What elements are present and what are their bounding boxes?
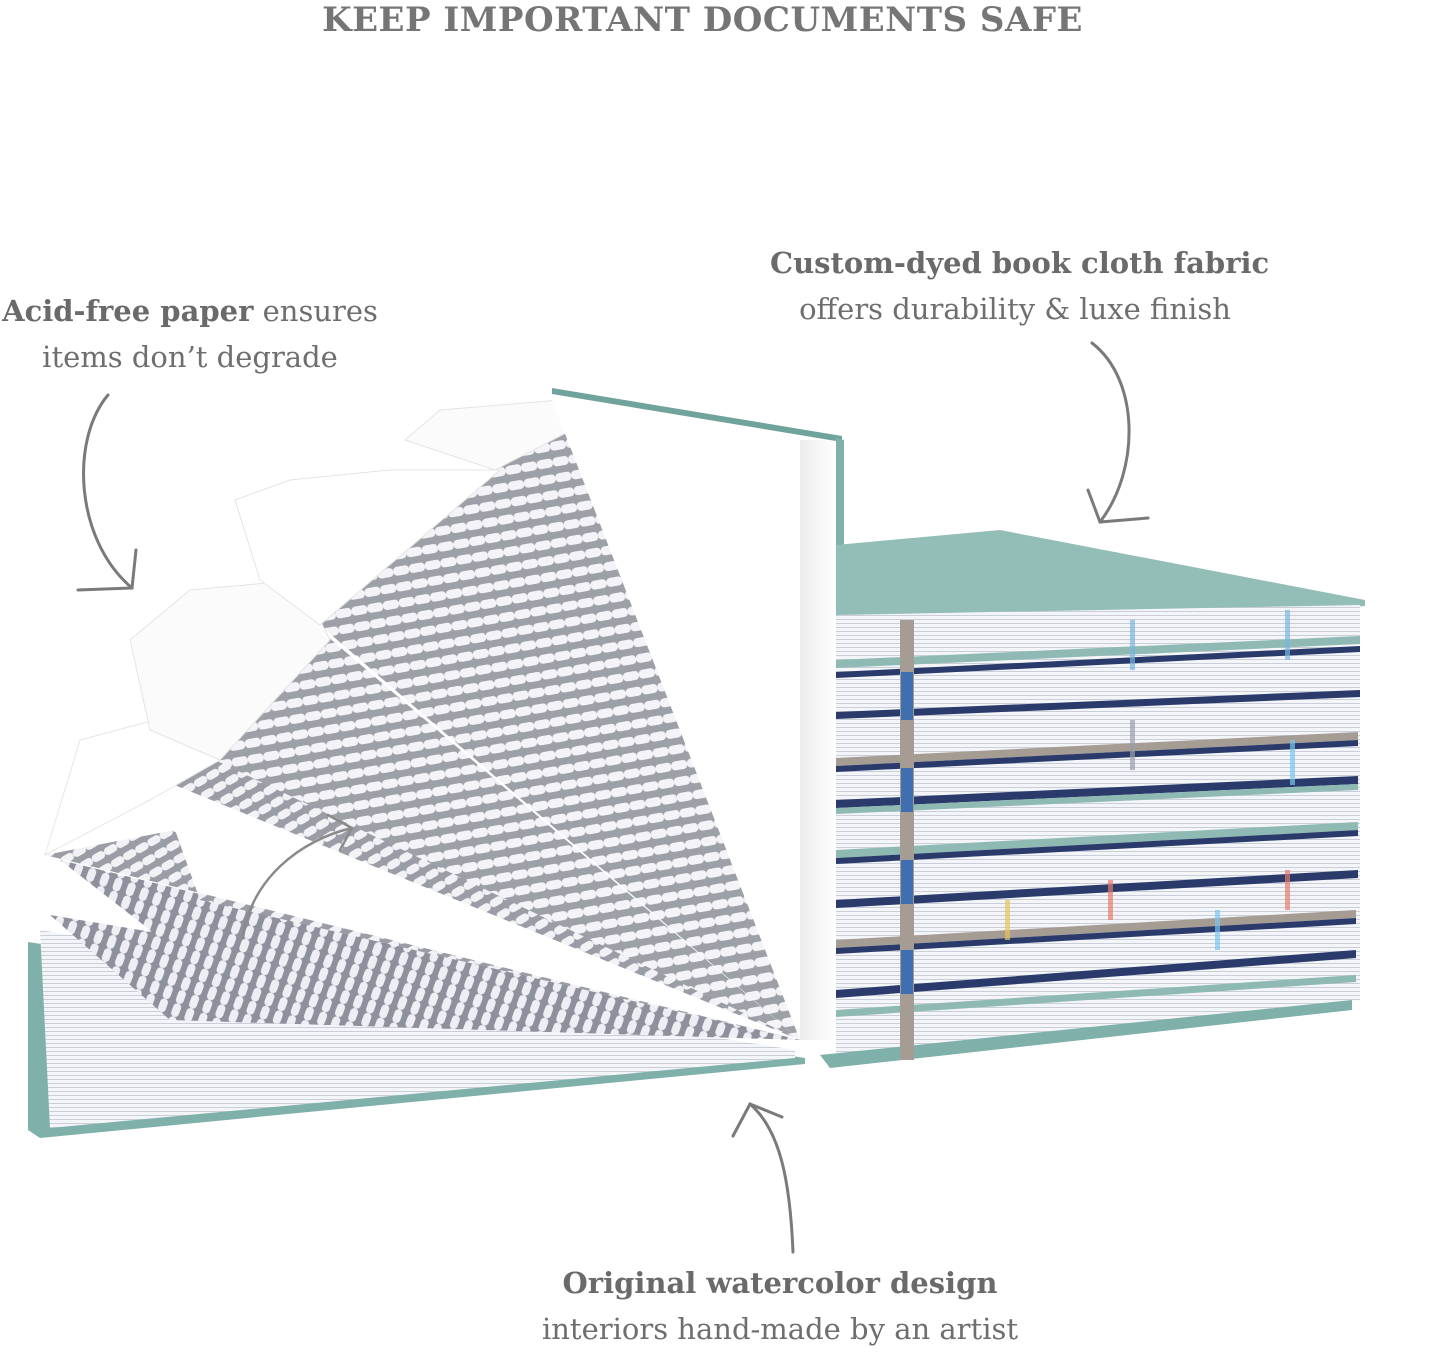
callout-title: Acid-free paper [2,294,254,328]
callout-description: items don’t degrade [42,340,338,374]
folder-stack [820,530,1365,1068]
callout-title: Original watercolor design [562,1266,998,1300]
page-headline: KEEP IMPORTANT DOCUMENTS SAFE [322,0,1083,40]
callout-description: interiors hand-made by an artist [541,1312,1019,1346]
callout-description: offers durability & luxe finish [799,292,1231,326]
callout-acid-free-paper: Acid-free paper ensures items don’t degr… [0,288,380,380]
open-accordion-folder [28,388,844,1138]
callout-watercolor-design: Original watercolor design interiors han… [525,1260,1035,1352]
callout-title: Custom-dyed book cloth fabric [770,246,1270,280]
arrow-watercolor [731,1102,795,1254]
callout-book-cloth-fabric: Custom-dyed book cloth fabric offers dur… [770,240,1270,332]
callout-title-suffix: ensures [253,294,378,328]
arrow-acid-free [76,393,138,592]
arrow-book-cloth [1086,341,1150,524]
stack-cover-edges [820,636,1360,1068]
arrow-inner-page [241,813,354,940]
